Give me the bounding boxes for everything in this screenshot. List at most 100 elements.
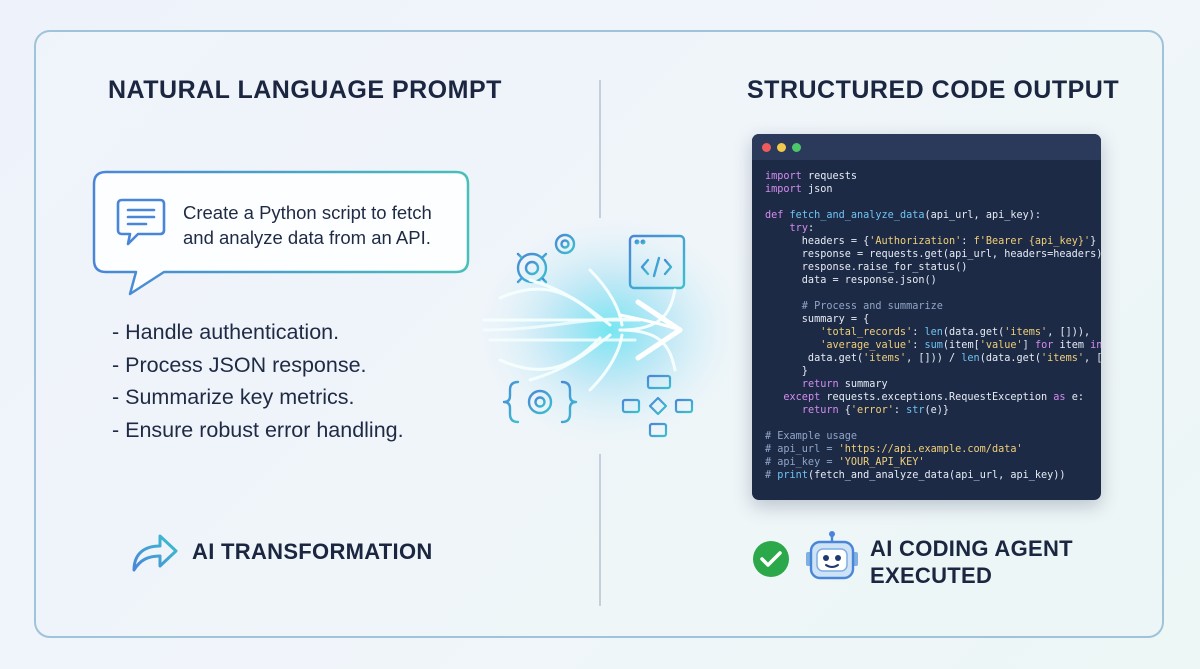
code-token: 'average_value' <box>820 340 913 351</box>
requirements-list: - Handle authentication. - Process JSON … <box>112 316 404 446</box>
code-token: , [])) / <box>906 353 962 364</box>
code-line: 'total_records': len(data.get('items', [… <box>765 326 1101 339</box>
center-divider-top <box>599 80 601 218</box>
code-token: len <box>924 327 943 338</box>
code-token: # Example usage <box>765 431 858 442</box>
code-token: # api_key = <box>765 457 839 468</box>
code-token: 'items' <box>1004 327 1048 338</box>
code-token <box>765 223 790 234</box>
code-line: data.get('items', [])) / len(data.get('i… <box>765 352 1101 365</box>
code-token: : <box>893 405 907 416</box>
code-token: response = requests.get(api_url, headers… <box>765 249 1101 260</box>
code-token: data.get( <box>765 353 864 364</box>
code-line <box>765 287 1101 300</box>
code-token: fetch_and_analyze_data <box>789 210 925 221</box>
bubble-outline <box>92 170 470 296</box>
code-token: as <box>1053 392 1066 403</box>
code-braces-gear-icon <box>502 380 578 424</box>
close-dot-icon <box>762 143 771 152</box>
code-token: item <box>1053 340 1091 351</box>
agent-status-label: AI CODING AGENT EXECUTED <box>870 535 1130 589</box>
code-line: # print(fetch_and_analyze_data(api_url, … <box>765 469 1101 482</box>
requirement-item: - Summarize key metrics. <box>112 385 355 409</box>
code-token: 'items' <box>1041 353 1084 364</box>
code-token: 'error' <box>850 405 894 416</box>
code-token: 'Authorization' <box>869 236 962 247</box>
code-line: } <box>765 365 1101 378</box>
agent-status-line1: AI CODING AGENT <box>870 536 1073 561</box>
code-token <box>765 340 820 351</box>
code-token: headers = { <box>765 236 870 247</box>
code-token: , [])), <box>1047 327 1091 338</box>
code-token: except <box>783 392 821 403</box>
code-token: import <box>765 184 802 195</box>
code-token: in <box>1090 340 1101 351</box>
code-token: 'total_records' <box>820 327 913 338</box>
share-arrow-icon <box>132 534 178 572</box>
code-line: headers = {'Authorization': f'Bearer {ap… <box>765 235 1101 248</box>
code-token: return <box>801 405 839 416</box>
code-token: } <box>1090 236 1097 247</box>
right-heading: STRUCTURED CODE OUTPUT <box>747 76 1120 104</box>
code-token <box>765 327 820 338</box>
code-line: import json <box>765 183 1101 196</box>
gears-icon <box>510 229 580 290</box>
flowchart-icon <box>621 374 694 438</box>
code-token: for <box>1034 340 1054 351</box>
check-circle-icon <box>753 541 789 577</box>
code-token: def <box>765 210 784 221</box>
code-token: json <box>801 184 833 195</box>
code-line: response = requests.get(api_url, headers… <box>765 248 1101 261</box>
prompt-bubble: Create a Python script to fetch and anal… <box>92 170 472 298</box>
code-line: return summary <box>765 378 1101 391</box>
code-token: { <box>838 405 851 416</box>
code-line: def fetch_and_analyze_data(api_url, api_… <box>765 209 1101 222</box>
code-line: # Example usage <box>765 430 1101 443</box>
window-titlebar <box>752 134 1101 160</box>
code-token: summary <box>838 379 888 390</box>
code-line: # api_key = 'YOUR_API_KEY' <box>765 456 1101 469</box>
code-token: f'Bearer {api_key}' <box>973 236 1091 247</box>
code-token <box>765 405 802 416</box>
center-divider-bottom <box>599 454 601 606</box>
transformation-label: AI TRANSFORMATION <box>192 539 433 564</box>
code-token: : <box>912 340 925 351</box>
robot-icon <box>806 531 858 580</box>
code-line: response.raise_for_status() <box>765 261 1101 274</box>
code-token: , [])) <box>1083 353 1101 364</box>
code-token: summary = { <box>765 314 870 325</box>
code-token: (api_url, api_key): <box>924 210 1042 221</box>
code-line <box>765 196 1101 209</box>
code-token: requests.exceptions.RequestException <box>820 392 1054 403</box>
code-token: 'YOUR_API_KEY' <box>838 457 925 468</box>
code-token: str <box>906 405 925 416</box>
code-token: (fetch_and_analyze_data(api_url, api_key… <box>807 470 1066 481</box>
code-token: : <box>912 327 925 338</box>
code-token: (data.get( <box>942 327 1005 338</box>
requirement-item: - Ensure robust error handling. <box>112 417 404 442</box>
code-token <box>765 379 802 390</box>
agent-status-line2: EXECUTED <box>870 563 993 588</box>
code-line: # api_url = 'https://api.example.com/dat… <box>765 443 1101 456</box>
chat-bubble-icon <box>116 198 166 246</box>
code-token: e: <box>1065 392 1084 403</box>
code-token: ] <box>1022 340 1035 351</box>
code-token: data = response.json() <box>765 275 937 286</box>
code-line: # Process and summarize <box>765 300 1101 313</box>
code-token: 'https://api.example.com/data' <box>838 444 1023 455</box>
code-line: import requests <box>765 170 1101 183</box>
code-token: (item[ <box>942 340 980 351</box>
transformation-graphic <box>480 220 740 442</box>
requirement-item: - Process JSON response. <box>112 352 367 377</box>
glow <box>480 220 740 442</box>
code-line: return {'error': str(e)} <box>765 404 1101 417</box>
code-token: len <box>961 353 980 364</box>
code-token: print <box>777 470 808 481</box>
code-token: sum <box>924 340 943 351</box>
code-token: # Process and summarize <box>765 301 943 312</box>
code-token: 'value' <box>979 340 1023 351</box>
maximize-dot-icon <box>792 143 801 152</box>
code-token: (e)} <box>924 405 950 416</box>
prompt-text: Create a Python script to fetch and anal… <box>183 202 432 248</box>
